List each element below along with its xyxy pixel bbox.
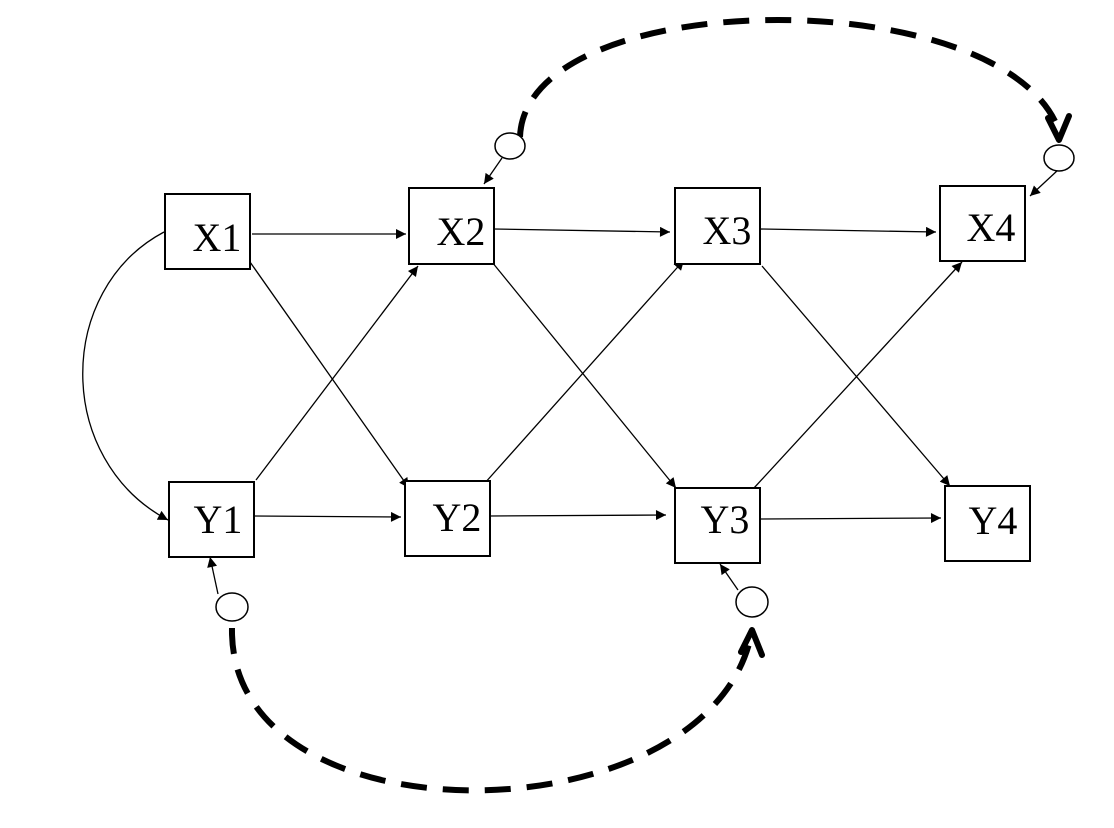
dashed-arrowhead-y3 bbox=[738, 627, 765, 658]
node-x2: X2 bbox=[408, 187, 495, 265]
node-y3: Y3 bbox=[674, 487, 761, 564]
node-label-x4: X4 bbox=[967, 205, 1016, 250]
path-x3-y4 bbox=[761, 265, 951, 487]
dashed-covariance-x2-x4 bbox=[517, 16, 1061, 138]
node-label-y2: Y2 bbox=[433, 495, 482, 540]
path-x1-y2 bbox=[249, 261, 410, 489]
node-label-x1: X1 bbox=[193, 215, 242, 260]
node-label-x3: X3 bbox=[703, 208, 752, 253]
path-y3-y4 bbox=[759, 513, 942, 524]
path-x2-y3 bbox=[491, 261, 677, 489]
error-path-x2 bbox=[483, 157, 503, 185]
node-label-y1: Y1 bbox=[194, 497, 243, 542]
path-y1-x2 bbox=[255, 265, 419, 481]
error-circle-x2 bbox=[494, 132, 526, 160]
node-label-y4: Y4 bbox=[969, 498, 1018, 543]
dashed-covariance-y1-y3 bbox=[228, 627, 753, 794]
path-y2-x3 bbox=[483, 259, 685, 485]
path-y1-y2 bbox=[253, 511, 402, 522]
path-x2-x3 bbox=[493, 226, 671, 237]
error-circle-y1 bbox=[215, 592, 249, 622]
path-x3-x4 bbox=[759, 226, 937, 237]
error-circle-x4 bbox=[1043, 144, 1075, 172]
covariance-x1-y1 bbox=[82, 222, 176, 521]
node-x3: X3 bbox=[674, 187, 761, 265]
node-y4: Y4 bbox=[944, 485, 1031, 562]
error-path-y3 bbox=[719, 563, 739, 591]
node-x1: X1 bbox=[164, 193, 251, 270]
dashed-arrowhead-x4 bbox=[1045, 113, 1072, 143]
path-y3-x4 bbox=[753, 261, 963, 489]
node-y1: Y1 bbox=[168, 481, 255, 558]
node-x4: X4 bbox=[939, 185, 1026, 262]
path-y2-y3 bbox=[489, 510, 667, 521]
error-path-x4 bbox=[1029, 169, 1059, 197]
node-y2: Y2 bbox=[404, 480, 491, 557]
node-label-x2: X2 bbox=[437, 209, 486, 254]
node-label-y3: Y3 bbox=[701, 497, 750, 542]
error-path-y1 bbox=[207, 556, 219, 595]
error-circle-y3 bbox=[735, 586, 769, 618]
